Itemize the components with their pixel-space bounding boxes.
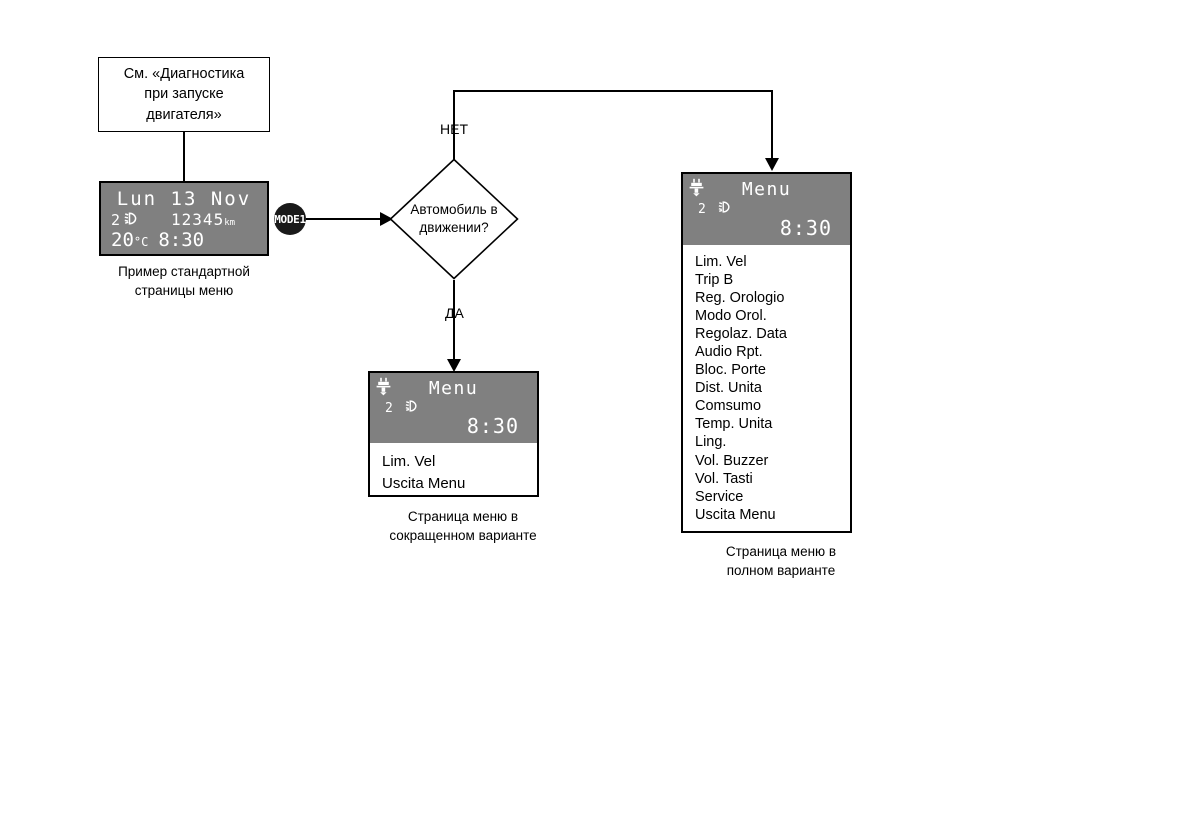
full-menu-list: Lim. Vel Trip B Reg. Orologio Modo Orol.… bbox=[683, 245, 850, 530]
short-menu-caption-line-2: сокращенном варианте bbox=[389, 528, 537, 544]
lcd-odometer: 12345km bbox=[171, 210, 235, 229]
standard-display-lcd: Lun 13 Nov 2 12345km 20°C 8:30 bbox=[101, 183, 267, 254]
menu-item[interactable]: Audio Rpt. bbox=[695, 344, 763, 361]
menu-item[interactable]: Reg. Orologio bbox=[695, 290, 785, 307]
decision-node: Автомобиль в движении? bbox=[389, 158, 519, 280]
lcd-odometer-unit: km bbox=[224, 218, 236, 228]
full-menu-gear-row: 2 bbox=[698, 201, 734, 217]
full-menu-caption: Страница меню в полном варианте bbox=[681, 542, 881, 580]
branch-label-yes: ДА bbox=[445, 305, 464, 321]
lcd-temperature-unit: °C bbox=[133, 235, 149, 249]
connector-no-horizontal bbox=[453, 90, 773, 92]
lcd-clock: 8:30 bbox=[158, 229, 205, 251]
menu-item[interactable]: Service bbox=[695, 488, 744, 505]
short-menu-gear-row: 2 bbox=[385, 400, 421, 416]
full-menu-panel: Menu 2 8:30 Lim. Vel Trip B Reg. Orolo bbox=[681, 172, 852, 533]
branch-label-no: НЕТ bbox=[440, 121, 468, 137]
mode1-button-label: MODE1 bbox=[274, 212, 306, 226]
standard-display-caption: Пример стандартной страницы меню bbox=[84, 262, 284, 300]
standard-display-caption-line-1: Пример стандартной bbox=[118, 264, 250, 279]
lcd-gear: 2 bbox=[111, 211, 121, 229]
lcd-date-row: Lun 13 Nov bbox=[111, 188, 257, 210]
standard-display-panel: Lun 13 Nov 2 12345km 20°C 8:30 bbox=[99, 181, 269, 256]
menu-item[interactable]: Temp. Unita bbox=[695, 416, 773, 433]
full-menu-caption-line-2: полном варианте bbox=[726, 563, 836, 579]
connector-ref-to-display bbox=[183, 132, 185, 181]
full-menu-caption-line-1: Страница меню в bbox=[725, 544, 837, 559]
menu-item[interactable]: Uscita Menu bbox=[695, 506, 776, 523]
menu-item[interactable]: Lim. Vel bbox=[382, 453, 436, 470]
low-beam-icon bbox=[718, 201, 734, 217]
short-menu-gear: 2 bbox=[385, 401, 393, 416]
menu-item[interactable]: Lim. Vel bbox=[695, 254, 747, 270]
low-beam-icon bbox=[405, 400, 421, 416]
menu-item[interactable]: Comsumo bbox=[695, 398, 762, 415]
menu-item[interactable]: Dist. Unita bbox=[695, 380, 762, 397]
mode1-button[interactable]: MODE1 bbox=[274, 203, 306, 235]
short-menu-title: Menu bbox=[428, 378, 479, 399]
short-menu-clock: 8:30 bbox=[466, 414, 519, 438]
short-menu-caption-line-1: Страница меню в bbox=[407, 509, 519, 524]
lcd-temperature: 20°C bbox=[111, 229, 148, 251]
reference-box-line-3: двигателя» bbox=[146, 106, 222, 123]
connector-no-arrowhead bbox=[765, 158, 779, 171]
menu-item[interactable]: Vol. Buzzer bbox=[695, 452, 769, 469]
menu-item[interactable]: Modo Orol. bbox=[695, 308, 767, 325]
connector-no-vertical-down bbox=[771, 90, 773, 162]
menu-item[interactable]: Bloc. Porte bbox=[695, 362, 766, 379]
menu-item[interactable]: Regolaz. Data bbox=[695, 326, 787, 343]
reference-box-line-2: при запуске bbox=[144, 86, 224, 103]
menu-item[interactable]: Ling. bbox=[695, 434, 727, 451]
short-menu-caption: Страница меню в сокращенном варианте bbox=[363, 507, 563, 545]
connector-yes-arrowhead bbox=[447, 359, 461, 372]
connector-mode-to-decision-arrowhead bbox=[380, 212, 393, 226]
standard-display-caption-line-2: страницы меню bbox=[134, 283, 234, 299]
reference-box: См. «Диагностика при запуске двигателя» bbox=[98, 57, 270, 132]
reference-box-line-1: См. «Диагностика bbox=[123, 65, 245, 82]
full-menu-lcd: Menu 2 8:30 bbox=[683, 174, 850, 245]
short-menu-panel: Menu 2 8:30 Lim. Vel Uscita Menu bbox=[368, 371, 539, 497]
plug-icon bbox=[689, 178, 704, 202]
low-beam-icon bbox=[124, 211, 141, 229]
short-menu-list: Lim. Vel Uscita Menu bbox=[370, 443, 537, 501]
connector-no-vertical-up bbox=[453, 90, 455, 160]
full-menu-title: Menu bbox=[741, 179, 792, 200]
menu-item[interactable]: Uscita Menu bbox=[382, 474, 466, 492]
connector-yes-vertical bbox=[453, 280, 455, 365]
plug-icon bbox=[376, 377, 391, 401]
lcd-gear-odo-row: 2 12345km bbox=[111, 210, 257, 229]
full-menu-gear: 2 bbox=[698, 202, 706, 217]
connector-mode-to-decision bbox=[306, 218, 384, 220]
lcd-temp-clock-row: 20°C 8:30 bbox=[111, 229, 257, 251]
menu-item[interactable]: Trip B bbox=[695, 272, 734, 289]
lcd-date: Lun 13 Nov bbox=[116, 188, 252, 210]
lcd-odometer-value: 12345 bbox=[171, 210, 225, 229]
short-menu-lcd: Menu 2 8:30 bbox=[370, 373, 537, 443]
full-menu-clock: 8:30 bbox=[779, 216, 832, 240]
lcd-temperature-value: 20 bbox=[111, 229, 134, 251]
menu-item[interactable]: Vol. Tasti bbox=[695, 470, 753, 487]
